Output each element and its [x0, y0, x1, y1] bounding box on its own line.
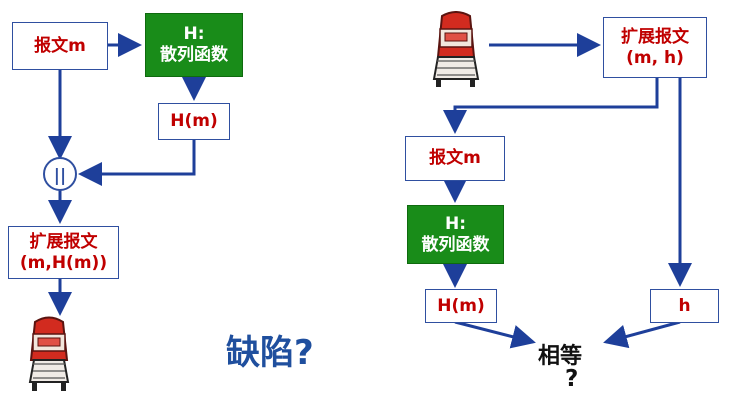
left-message-box: 报文m: [12, 22, 108, 70]
right-hash-result-label: H(m): [437, 295, 485, 316]
received-hash-box: h: [650, 289, 719, 323]
arrow-result-to-equal: [454, 320, 536, 349]
right-extended-message-box: 扩展报文 (m, h): [603, 17, 707, 78]
right-message-box: 报文m: [405, 136, 505, 181]
left-hash-function-box: H: 散列函数: [145, 13, 243, 77]
received-hash-label: h: [678, 295, 691, 316]
right-extended-value: (m, h): [626, 47, 684, 68]
left-hash-name: 散列函数: [160, 45, 228, 65]
mailbox-icon-body: [432, 11, 480, 87]
mailbox-icon: [28, 316, 70, 391]
mailbox-icon: [432, 11, 480, 87]
equality-question: ?: [565, 366, 579, 392]
concatenate-node: [43, 157, 77, 191]
equality-label: 相等: [538, 344, 583, 369]
concatenate-symbol: ||: [54, 166, 66, 186]
left-hash-title: H:: [183, 24, 205, 45]
right-hash-result-box: H(m): [425, 289, 497, 323]
right-extended-label: 扩展报文: [621, 26, 689, 47]
left-extended-message-box: 扩展报文 (m,H(m)): [8, 226, 119, 279]
left-extended-label: 扩展报文: [29, 231, 98, 252]
left-hash-result-label: H(m): [170, 111, 218, 132]
mailbox-icon-body: [28, 316, 70, 391]
right-hash-name: 散列函数: [421, 234, 490, 255]
defect-question-text: 缺陷?: [226, 333, 314, 373]
left-hash-result-box: H(m): [158, 103, 230, 140]
right-hash-function-box: H: 散列函数: [407, 205, 504, 264]
right-message-label: 报文m: [429, 148, 481, 169]
arrow-h-to-equal: [603, 320, 681, 349]
arrow-extended-to-message: [443, 78, 659, 134]
arrow-result-to-concat: [78, 140, 196, 186]
left-extended-value: (m,H(m)): [19, 252, 108, 273]
left-message-label: 报文m: [34, 35, 86, 56]
right-hash-title: H:: [444, 213, 467, 234]
